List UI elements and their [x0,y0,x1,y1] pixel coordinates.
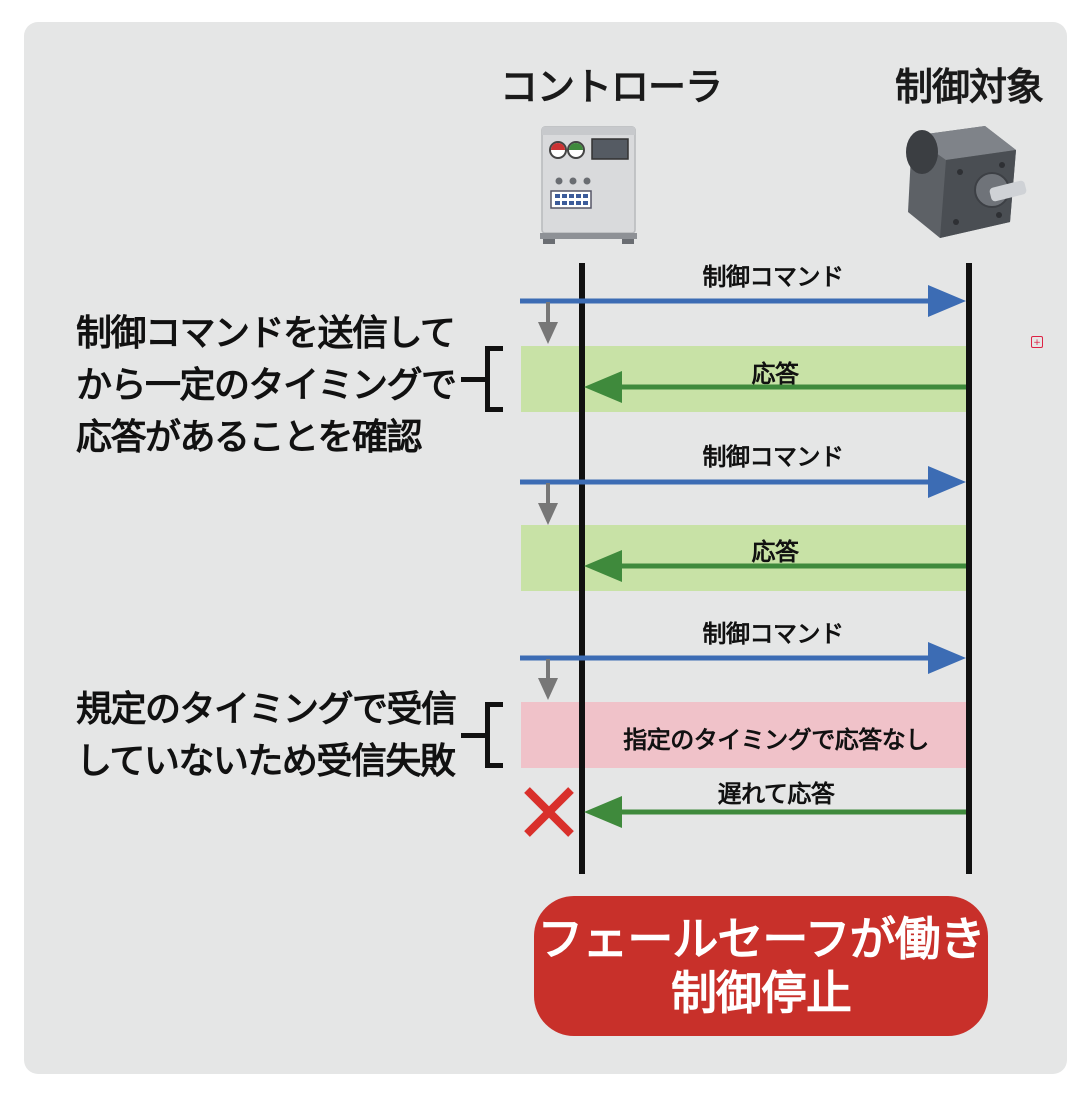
command-label-1: 制御コマンド [702,263,845,291]
response-label-1: 応答 [751,360,800,388]
wait-arrow-3 [538,659,558,700]
wait-arrow-2 [538,483,558,525]
response-arrow-1 [584,371,966,403]
command-arrow-1 [520,285,966,317]
command-label-2: 制御コマンド [702,443,845,471]
response-label-2: 応答 [751,538,800,566]
confirm-note: 制御コマンドを送信して から一定のタイミングで 応答があることを確認 [76,308,457,464]
confirm-bracket [485,346,503,412]
confirm-bracket-tick [461,377,485,382]
fail-bracket-tick [461,733,485,738]
controller-title: コントローラ [500,65,723,109]
fail-bracket [485,702,503,768]
late-response-label: 遅れて応答 [717,780,835,808]
target-lifeline [966,263,972,874]
response-window-2 [521,525,966,591]
command-label-3: 制御コマンド [702,620,845,648]
confirm-note-line-1: 制御コマンドを送信して [76,313,456,354]
controller-lifeline [579,263,585,874]
target-title: 制御対象 [895,65,1044,109]
wait-arrow-1 [538,302,558,344]
cross-mark-icon [524,787,574,837]
response-window-1 [521,346,966,412]
fail-note-line-1: 規定のタイミングで受信 [76,689,457,730]
fail-note-line-2: していないため受信失敗 [76,741,456,782]
failsafe-line-2: 制御停止 [671,966,852,1020]
failsafe-stop-banner: フェールセーフが働き 制御停止 [534,896,988,1036]
no-response-label: 指定のタイミングで応答なし [623,726,929,754]
response-window-fail [521,702,966,768]
response-arrow-2 [584,550,966,582]
confirm-note-line-2: から一定のタイミングで [76,365,457,406]
late-response-arrow [584,796,966,828]
small-marker-icon: + [1031,336,1043,348]
command-arrow-2 [520,466,966,498]
fail-note: 規定のタイミングで受信 していないため受信失敗 [76,684,457,788]
failsafe-line-1: フェールセーフが働き [537,912,985,966]
confirm-note-line-3: 応答があることを確認 [76,417,423,458]
command-arrow-3 [520,642,966,674]
